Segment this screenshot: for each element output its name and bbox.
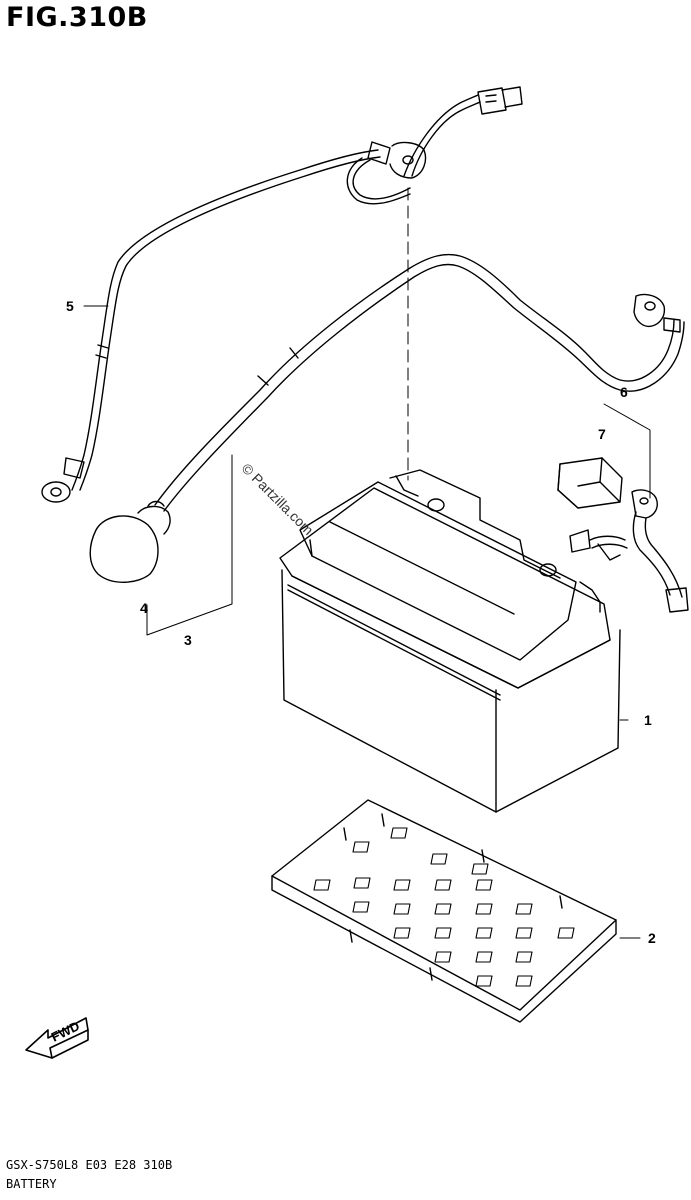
callout-6: 6	[620, 384, 628, 400]
forward-direction-arrow-icon	[25, 1017, 89, 1059]
section-name: BATTERY	[6, 1177, 57, 1191]
callout-3: 3	[184, 632, 192, 648]
callout-4: 4	[140, 600, 148, 616]
negative-lead-wire-icon	[41, 86, 523, 503]
model-code: GSX-S750L8 E03 E28 310B	[6, 1158, 173, 1172]
leader-lines	[83, 187, 651, 939]
callout-7: 7	[598, 426, 606, 442]
callout-2: 2	[648, 930, 656, 946]
fwd-label: FWD	[49, 1018, 82, 1044]
fwd-label-layer: FWD	[49, 1018, 82, 1044]
cushion-icon	[557, 457, 623, 509]
battery-tray-icon	[271, 799, 617, 1023]
battery-icon	[279, 469, 621, 813]
callout-5: 5	[66, 298, 74, 314]
terminal-cap-icon	[89, 500, 171, 583]
callout-1: 1	[644, 712, 652, 728]
starter-relay-lead-icon	[569, 489, 689, 613]
figure-title: FIG.310B	[6, 2, 148, 33]
positive-lead-wire-icon	[154, 253, 685, 512]
